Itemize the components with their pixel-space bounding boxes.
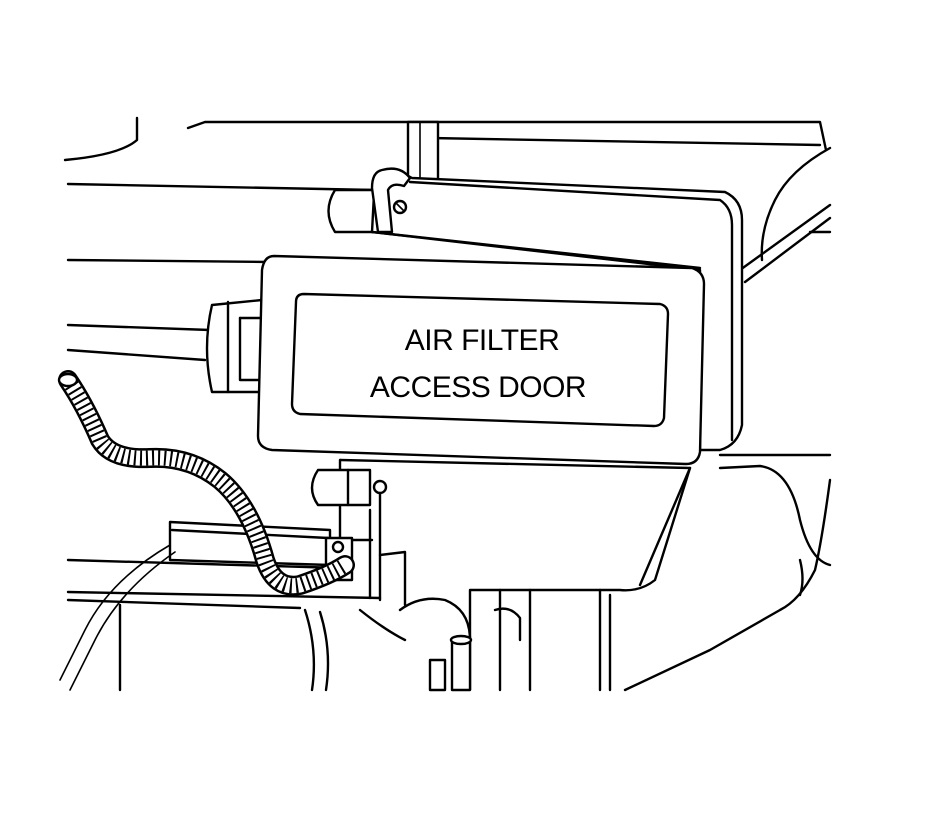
filter-housing bbox=[370, 167, 744, 452]
thin-wires bbox=[59, 544, 176, 691]
rear-cylinder bbox=[327, 188, 377, 234]
vertical-rod bbox=[406, 120, 440, 184]
access-door: AIR FILTER ACCESS DOOR bbox=[256, 254, 706, 466]
dash-panel-outlines bbox=[63, 116, 828, 610]
lower-ducts bbox=[118, 550, 612, 692]
wiring-harness-conduit bbox=[57, 370, 355, 596]
right-housing-contours bbox=[623, 146, 832, 692]
lower-housing bbox=[310, 458, 692, 690]
left-latch-tab bbox=[205, 298, 264, 394]
door-label-line2: ACCESS DOOR bbox=[370, 371, 586, 404]
door-label-line1: AIR FILTER bbox=[405, 324, 559, 357]
